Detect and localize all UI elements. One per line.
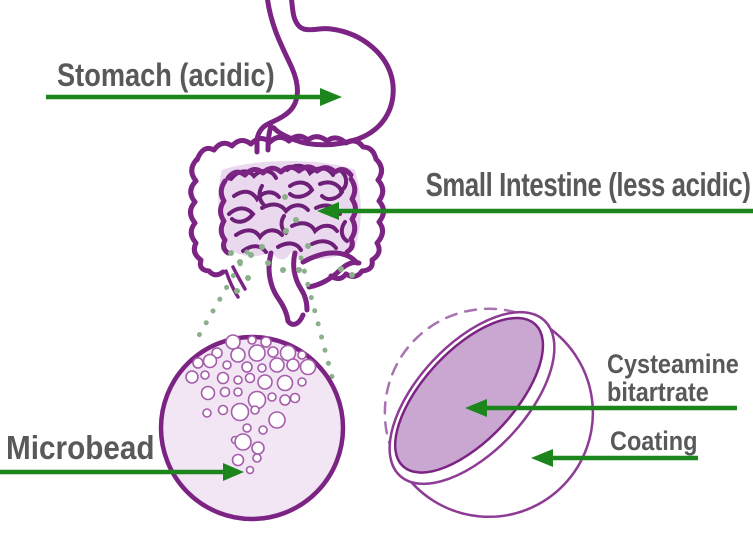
coating-label: Coating	[610, 426, 698, 456]
cysteamine-bitartrate-label: Cysteamine bitartrate	[607, 350, 739, 406]
intestine-illustration	[188, 133, 386, 327]
bead-dashed-arc	[383, 307, 545, 472]
stomach-illustration	[254, 0, 396, 155]
cysteamine-label-line1: Cysteamine	[607, 349, 739, 379]
bead-solid-arc	[400, 322, 595, 519]
coating-arrow	[531, 449, 698, 467]
stomach-label: Stomach (acidic)	[57, 57, 275, 93]
small-intestine-label: Small Intestine (less acidic)	[425, 166, 750, 203]
microbead-circle	[158, 334, 346, 522]
stomach-arrow	[46, 88, 342, 106]
microbead-label: Microbead	[6, 429, 155, 466]
bead-cross-section	[383, 307, 595, 519]
small-intestine-arrow	[317, 202, 753, 220]
cysteamine-core	[393, 316, 545, 474]
microbead-bubbles	[185, 334, 317, 475]
cysteamine-label-line2: bitartrate	[607, 377, 709, 407]
microbead-arrow	[0, 463, 244, 481]
magnifier-dotted-lines	[195, 249, 335, 380]
cysteamine-arrow	[465, 399, 737, 417]
